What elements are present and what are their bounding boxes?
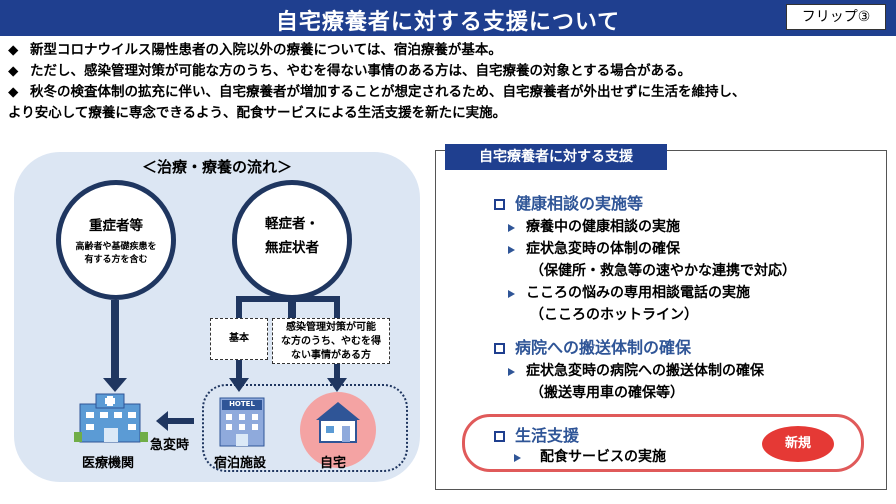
page-title: 自宅療養者に対する支援について	[275, 10, 621, 35]
triangle-bullet-icon	[508, 246, 515, 254]
connector-line	[288, 300, 296, 320]
list-item-sub: （こころのホットライン）	[530, 307, 698, 323]
list-item-sub: （保健所・救急等の速やかな連携で対応）	[530, 263, 796, 279]
bullet-item: ◆ 新型コロナウイルス陽性患者の入院以外の療養については、宿泊療養が基本。	[8, 40, 888, 61]
section-title-life-support: 生活支援	[494, 422, 579, 446]
triangle-bullet-icon	[508, 368, 515, 376]
connector-line	[334, 364, 340, 380]
arrow-down-icon	[103, 378, 127, 392]
sudden-change-label: 急変時	[150, 438, 190, 453]
list-item: 配食サービスの実施	[540, 449, 666, 465]
triangle-bullet-icon	[508, 290, 515, 298]
connector-line	[236, 360, 242, 380]
diamond-bullet-icon: ◆	[8, 42, 19, 58]
bullet-item: ◆ ただし、感染管理対策が可能な方のうち、やむを得ない事情のある方は、自宅療養の…	[8, 61, 888, 82]
arrow-left-icon	[168, 418, 194, 424]
lodging-facility-label: 宿泊施設	[214, 456, 267, 471]
connector-line	[236, 296, 242, 318]
mild-patient-circle: 軽症者・ 無症状者	[232, 180, 352, 300]
bullet-continuation: より安心して療養に専念できるよう、配食サービスによる生活支援を新たに実施。	[8, 105, 507, 121]
triangle-bullet-icon	[514, 454, 521, 462]
summary-bullets: ◆ 新型コロナウイルス陽性患者の入院以外の療養については、宿泊療養が基本。 ◆ …	[8, 40, 888, 124]
section-title-health-consultation: 健康相談の実施等	[494, 190, 643, 214]
hotel-icon	[219, 397, 265, 447]
checkbox-icon	[494, 431, 505, 442]
hotel-sign: HOTEL	[229, 400, 255, 408]
list-item: こころの悩みの専用相談電話の実施	[526, 285, 750, 301]
list-item: 症状急変時の病院への搬送体制の確保	[526, 363, 764, 379]
flow-heading: ＜治療・療養の流れ＞	[141, 158, 292, 176]
triangle-bullet-icon	[508, 224, 515, 232]
arrow-left-icon	[156, 411, 168, 431]
list-item: 療養中の健康相談の実施	[526, 219, 680, 235]
checkbox-icon	[494, 199, 505, 210]
support-panel-tab: 自宅療養者に対する支援	[445, 144, 667, 170]
list-item-sub: （搬送専用車の確保等）	[530, 385, 684, 401]
checkbox-icon	[494, 343, 505, 354]
new-badge: 新規	[762, 426, 834, 462]
home-label: 自宅	[320, 456, 347, 471]
flip-badge: フリップ③	[786, 4, 886, 30]
basic-label-box: 基本	[210, 318, 268, 360]
arrow-down-icon	[111, 300, 119, 380]
diamond-bullet-icon: ◆	[8, 63, 19, 79]
home-care-group	[202, 384, 408, 472]
bullet-item: ◆ 秋冬の検査体制の拡充に伴い、自宅療養者が増加することが想定されるため、自宅療…	[8, 82, 888, 103]
title-bar	[0, 0, 896, 36]
section-title-hospital-transport: 病院への搬送体制の確保	[494, 334, 691, 358]
hospital-icon	[74, 393, 148, 443]
medical-institution-label: 医療機関	[82, 456, 135, 471]
severe-patient-circle: 重症者等 高齢者や基礎疾患を 有する方を含む	[56, 180, 176, 300]
list-item: 症状急変時の体制の確保	[526, 241, 680, 257]
life-support-box	[462, 414, 864, 472]
diamond-bullet-icon: ◆	[8, 84, 19, 100]
connector-line	[334, 296, 340, 318]
infection-control-label-box: 感染管理対策が可能 な方のうち、やむを得 ない事情がある方	[272, 318, 390, 364]
